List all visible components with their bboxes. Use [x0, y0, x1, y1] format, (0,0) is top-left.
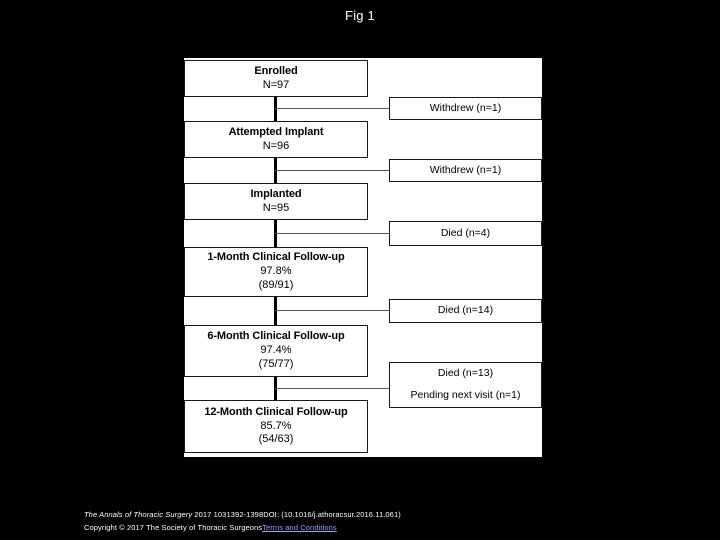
exclusion-node-pending-visit-label: Pending next visit (n=1) — [410, 389, 521, 402]
flow-node-1-month-followup-percent: 97.8% — [260, 265, 292, 278]
connector-horizontal-4 — [275, 310, 389, 311]
citation-details: 2017 1031392-1398DOI: (10.1016/j.athorac… — [192, 510, 401, 519]
flow-node-12-month-followup-header: 12-Month Clinical Follow-up — [204, 405, 348, 418]
connector-vertical-4 — [274, 297, 277, 325]
footer-citation-line: The Annals of Thoracic Surgery 2017 1031… — [84, 509, 684, 522]
exclusion-node-withdrew-1-label: Withdrew (n=1) — [429, 101, 502, 114]
flow-node-6-month-followup-ratio: (75/77) — [258, 357, 294, 370]
flow-node-attempted-implant-header: Attempted Implant — [228, 125, 324, 138]
figure-title: Fig 1 — [345, 8, 375, 23]
exclusion-node-withdrew-2[interactable]: Withdrew (n=1) — [389, 159, 542, 182]
flow-node-12-month-followup[interactable]: 12-Month Clinical Follow-up 85.7% (54/63… — [184, 400, 368, 453]
flow-node-attempted-implant[interactable]: Attempted Implant N=96 — [184, 121, 368, 158]
exclusion-node-died-4-label: Died (n=4) — [440, 226, 491, 239]
flow-node-enrolled-header: Enrolled — [254, 64, 298, 77]
flow-node-6-month-followup-percent: 97.4% — [260, 344, 292, 357]
connector-horizontal-1 — [275, 108, 389, 109]
journal-name: The Annals of Thoracic Surgery — [84, 510, 193, 519]
exclusion-node-died-13-pending[interactable]: Died (n=13) Pending next visit (n=1) — [389, 362, 542, 408]
flow-node-6-month-followup[interactable]: 6-Month Clinical Follow-up 97.4% (75/77) — [184, 325, 368, 377]
flow-node-implanted-value: N=95 — [262, 201, 290, 214]
flow-node-attempted-implant-value: N=96 — [262, 139, 290, 152]
flow-node-1-month-followup-header: 1-Month Clinical Follow-up — [207, 251, 345, 264]
flow-node-enrolled-value: N=97 — [262, 78, 290, 91]
figure-canvas: Enrolled N=97 Attempted Implant N=96 Imp… — [184, 58, 542, 457]
connector-horizontal-5 — [275, 388, 389, 389]
exclusion-node-died-4[interactable]: Died (n=4) — [389, 221, 542, 246]
flow-node-12-month-followup-ratio: (54/63) — [258, 433, 294, 446]
flow-node-1-month-followup-ratio: (89/91) — [258, 278, 294, 291]
flow-node-implanted-header: Implanted — [250, 187, 302, 200]
connector-vertical-1 — [274, 97, 277, 121]
exclusion-node-died-14-label: Died (n=14) — [437, 304, 494, 317]
flow-node-enrolled[interactable]: Enrolled N=97 — [184, 60, 368, 97]
footer-citation: The Annals of Thoracic Surgery 2017 1031… — [84, 509, 684, 534]
exclusion-node-withdrew-2-label: Withdrew (n=1) — [429, 163, 502, 176]
exclusion-node-withdrew-1[interactable]: Withdrew (n=1) — [389, 97, 542, 120]
connector-horizontal-2 — [275, 170, 389, 171]
terms-and-conditions-link[interactable]: Terms and Conditions — [262, 522, 337, 532]
connector-horizontal-3 — [275, 233, 389, 234]
flow-node-12-month-followup-percent: 85.7% — [260, 419, 292, 432]
exclusion-node-died-13-label: Died (n=13) — [437, 367, 494, 380]
exclusion-node-died-14[interactable]: Died (n=14) — [389, 299, 542, 323]
flow-node-1-month-followup[interactable]: 1-Month Clinical Follow-up 97.8% (89/91) — [184, 247, 368, 297]
copyright-text: Copyright © 2017 The Society of Thoracic… — [84, 522, 263, 532]
footer-copyright-line: Copyright © 2017 The Society of Thoracic… — [84, 522, 684, 535]
flow-node-6-month-followup-header: 6-Month Clinical Follow-up — [207, 330, 345, 343]
flow-node-implanted[interactable]: Implanted N=95 — [184, 183, 368, 220]
